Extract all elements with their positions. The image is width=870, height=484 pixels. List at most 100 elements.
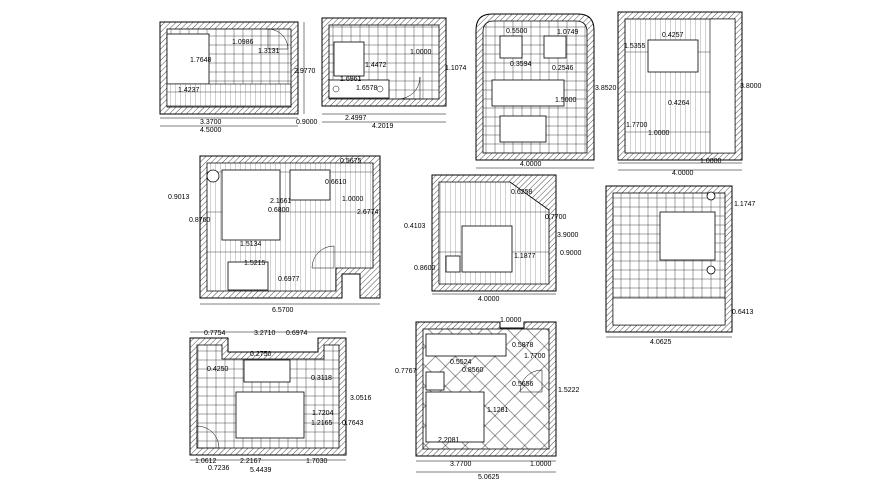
dim-label: 1.7700 bbox=[524, 353, 546, 360]
plan-2-bed bbox=[333, 41, 365, 77]
dim-label: 0.4103 bbox=[404, 223, 426, 230]
plan-9-sofa bbox=[425, 333, 507, 357]
dim-label: 0.7236 bbox=[208, 465, 230, 472]
dim-label: 1.1747 bbox=[734, 201, 756, 208]
dim-label: 1.7700 bbox=[626, 122, 648, 129]
dim-label: 1.0986 bbox=[232, 39, 254, 46]
dim-label: 5.0625 bbox=[478, 474, 500, 481]
dim-label: 2.9770 bbox=[294, 68, 316, 75]
dim-label: 0.5524 bbox=[450, 359, 472, 366]
dim-label: 0.5500 bbox=[506, 28, 528, 35]
plan-2: 1.4472 1.0000 1.1074 1.6961 1.6578 2.499… bbox=[321, 17, 467, 130]
dim-label: 1.5000 bbox=[555, 97, 577, 104]
plan-9-nightstand bbox=[425, 371, 445, 391]
dim-label: 1.5134 bbox=[240, 241, 262, 248]
dim-label: 0.3118 bbox=[311, 375, 332, 382]
dim-label: 0.8600 bbox=[414, 265, 436, 272]
plan-7: 1.1747 0.6413 4.0625 bbox=[605, 185, 756, 346]
plan-3-bed bbox=[491, 79, 565, 107]
plan-6-nightstand bbox=[445, 255, 461, 273]
dim-label: 4.5000 bbox=[200, 127, 222, 134]
plan-8: 0.7754 3.2710 0.6974 0.4250 0.2750 0.311… bbox=[189, 330, 372, 474]
plan-4-closet bbox=[709, 18, 736, 154]
dim-label: 1.3131 bbox=[258, 48, 280, 55]
dim-label: 1.4472 bbox=[365, 62, 387, 69]
dim-label: 1.4237 bbox=[178, 87, 200, 94]
plan-2-desk bbox=[328, 79, 390, 99]
dim-label: 1.0000 bbox=[530, 461, 552, 468]
dim-label: 1.6961 bbox=[340, 76, 362, 83]
dim-label: 1.1877 bbox=[514, 253, 536, 260]
plan-8-bed bbox=[235, 391, 305, 439]
plan-9-bed bbox=[425, 391, 485, 443]
dim-label: 4.0000 bbox=[520, 161, 542, 168]
dim-label: 0.9000 bbox=[296, 119, 318, 126]
plan-1-wardrobe bbox=[166, 83, 292, 107]
dim-label: 3.8000 bbox=[740, 83, 762, 90]
dim-label: 6.5700 bbox=[272, 307, 294, 314]
plan-5-bed bbox=[221, 169, 281, 241]
dim-label: 1.0000 bbox=[648, 130, 670, 137]
dim-label: 3.7700 bbox=[450, 461, 472, 468]
dim-label: 4.0000 bbox=[478, 296, 500, 303]
plan-2-door-swing bbox=[397, 76, 421, 100]
dim-label: 0.5656 bbox=[512, 381, 534, 388]
dim-label: 1.0749 bbox=[557, 29, 579, 36]
dim-label: 1.0000 bbox=[410, 49, 432, 56]
dim-label: 1.0000 bbox=[500, 317, 522, 324]
dim-label: 0.6800 bbox=[268, 207, 290, 214]
plan-5-desk bbox=[289, 169, 331, 201]
dim-label: 0.9013 bbox=[168, 194, 190, 201]
dim-label: 3.0516 bbox=[350, 395, 372, 402]
plan-4: 0.4257 1.5355 3.8000 0.4264 1.7700 1.000… bbox=[617, 11, 762, 177]
dim-label: 0.6977 bbox=[278, 276, 300, 283]
plan-5: 0.5675 0.6610 0.9013 0.8760 2.1661 0.680… bbox=[168, 155, 381, 314]
dim-label: 1.1074 bbox=[445, 65, 467, 72]
dim-label: 4.2019 bbox=[372, 123, 394, 130]
dim-label: 3.8520 bbox=[595, 85, 617, 92]
dim-label: 0.5878 bbox=[512, 342, 534, 349]
plan-1-bed bbox=[166, 33, 210, 85]
plan-3: 0.5500 1.0749 0.3594 0.2546 1.5000 3.852… bbox=[475, 13, 617, 169]
dim-label: 1.0000 bbox=[700, 158, 722, 165]
dim-label: 1.5355 bbox=[624, 43, 646, 50]
dim-label: 3.9000 bbox=[557, 232, 579, 239]
dim-label: 0.3594 bbox=[510, 61, 532, 68]
dim-label: 0.6258 bbox=[511, 189, 533, 196]
plan-4-wardrobe bbox=[647, 39, 699, 73]
dim-label: 4.0000 bbox=[672, 170, 694, 177]
plan-1-door-swing bbox=[267, 28, 289, 50]
dim-label: 0.6610 bbox=[325, 179, 347, 186]
dim-label: 2.4997 bbox=[345, 115, 367, 122]
dim-label: 1.2165 bbox=[311, 420, 333, 427]
dim-label: 1.0000 bbox=[342, 196, 364, 203]
plan-6-bed bbox=[461, 225, 513, 273]
plan-7-wardrobe bbox=[612, 297, 726, 326]
dim-label: 0.7700 bbox=[545, 214, 567, 221]
plan-1: 3.3700 4.5000 0.9000 1.0986 1.3131 1.764… bbox=[159, 21, 318, 134]
plan-8-door-swing bbox=[196, 425, 220, 449]
dim-label: 1.7648 bbox=[190, 57, 212, 64]
dim-label: 0.2546 bbox=[552, 65, 574, 72]
dim-label: 3.3700 bbox=[200, 119, 222, 126]
dim-label: 1.5215 bbox=[244, 260, 266, 267]
dim-label: 2.1661 bbox=[270, 198, 292, 205]
plan-9-door-swing bbox=[519, 369, 543, 393]
dim-label: 3.2710 bbox=[254, 330, 276, 337]
dim-label: 1.6578 bbox=[356, 85, 378, 92]
dim-label: 1.1281 bbox=[487, 407, 509, 414]
dim-label: 2.2167 bbox=[240, 458, 262, 465]
plan-6: 0.6258 0.7700 0.4103 3.9000 0.8600 1.187… bbox=[404, 174, 582, 303]
dim-label: 0.5675 bbox=[340, 158, 362, 165]
plan-8-tv-unit bbox=[243, 359, 291, 383]
dim-label: 0.8560 bbox=[462, 367, 484, 374]
dim-label: 0.8760 bbox=[189, 217, 211, 224]
dim-label: 2.2081 bbox=[438, 437, 460, 444]
dim-label: 0.9000 bbox=[560, 250, 582, 257]
plan-3-armchair bbox=[543, 35, 567, 59]
dim-label: 0.4257 bbox=[662, 32, 684, 39]
dim-label: 0.4264 bbox=[668, 100, 690, 107]
dim-label: 1.0612 bbox=[195, 458, 217, 465]
dim-label: 1.7204 bbox=[312, 410, 334, 417]
